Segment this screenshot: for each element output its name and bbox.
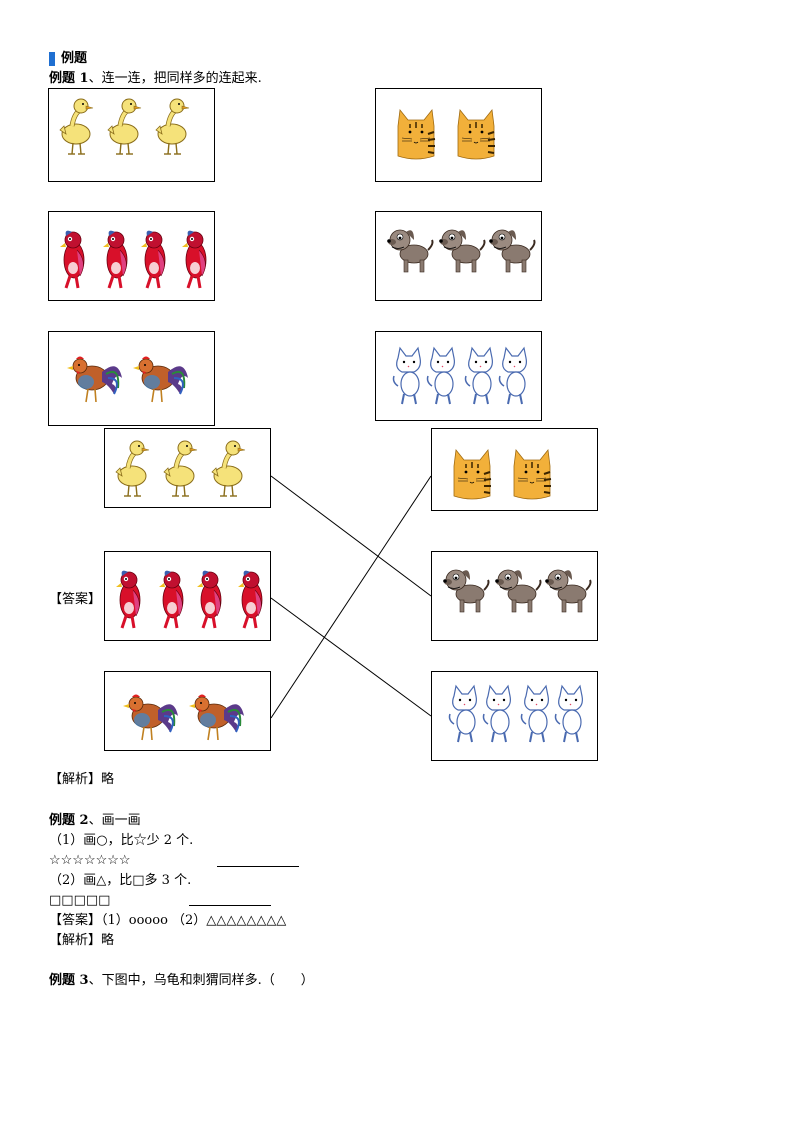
- example1-label: 例题 1: [49, 71, 89, 86]
- example2-q1: （1）画○，比☆少 2 个.: [49, 833, 194, 848]
- section-title: 例题: [61, 51, 88, 66]
- q-box-roosters: [48, 331, 215, 426]
- example3-label: 例题 3: [49, 973, 89, 988]
- section-marker: [49, 52, 55, 66]
- a-box-parrots: [104, 551, 271, 641]
- example2-prompt: 、画一画: [88, 813, 141, 828]
- q-box-tigers: [375, 88, 542, 182]
- example2-q2-squares: □□□□□: [49, 893, 111, 908]
- example1-analysis: 【解析】略: [49, 772, 115, 787]
- match-line-ducks-dogs: [270, 475, 432, 597]
- a-box-ducks: [104, 428, 271, 508]
- example2-heading: 例题 2、画一画: [49, 813, 141, 829]
- answer-blank-2[interactable]: [189, 905, 271, 906]
- a-box-dogs: [431, 551, 598, 641]
- example2-label: 例题 2: [49, 813, 89, 828]
- match-line-roosters-tigers: [270, 475, 432, 719]
- a-box-roosters: [104, 671, 271, 751]
- example2-answer: 【答案】（1）ooooo （2）△△△△△△△△: [49, 913, 287, 928]
- example1-prompt: 、连一连，把同样多的连起来.: [88, 71, 262, 86]
- example2-q1-stars: ☆☆☆☆☆☆☆: [49, 853, 131, 868]
- q-box-cats: [375, 331, 542, 421]
- example2-q2: （2）画△，比□多 3 个.: [49, 873, 192, 888]
- answer-blank-1[interactable]: [217, 866, 299, 867]
- example2-analysis: 【解析】略: [49, 933, 115, 948]
- q-box-dogs: [375, 211, 542, 301]
- q-box-ducks: [48, 88, 215, 182]
- a-box-cats: [431, 671, 598, 761]
- example3-heading: 例题 3、下图中，乌龟和刺猬同样多.（ ）: [49, 973, 314, 989]
- a-box-tigers: [431, 428, 598, 511]
- q-box-parrots: [48, 211, 215, 301]
- example3-prompt: 、下图中，乌龟和刺猬同样多.（ ）: [88, 973, 314, 988]
- example1-heading: 例题 1、连一连，把同样多的连起来.: [49, 71, 262, 87]
- answer-label: 【答案】: [49, 592, 102, 607]
- match-line-parrots-cats: [270, 597, 432, 717]
